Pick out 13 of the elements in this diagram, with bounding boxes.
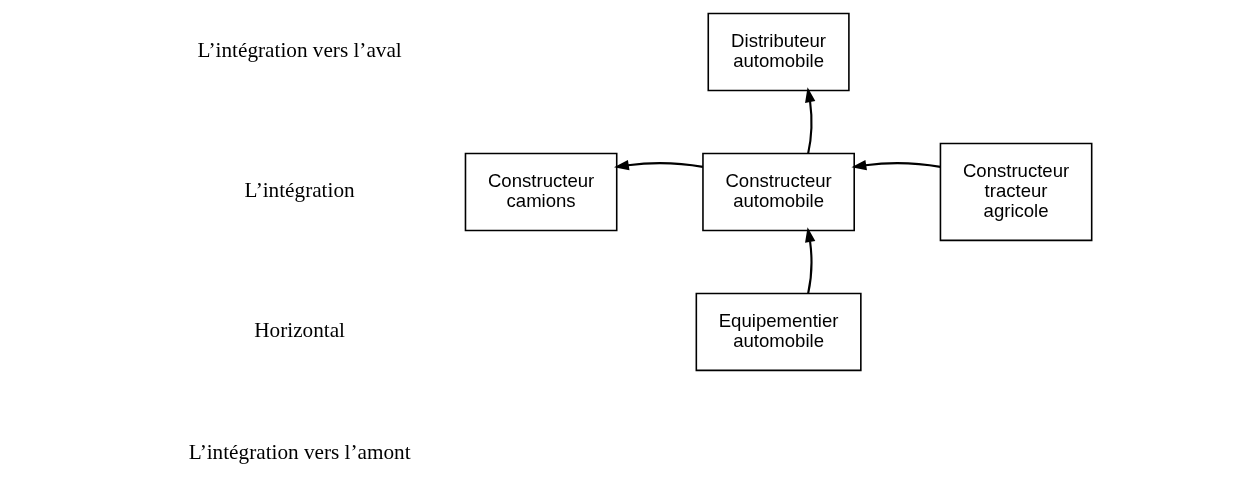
arrow: [851, 159, 941, 171]
node-box: Constructeur tracteur agricole: [939, 142, 1092, 242]
node-box: Equipementier automobile: [695, 292, 862, 372]
arrow: [613, 159, 703, 171]
node-box: Distributeur automobile: [706, 12, 850, 92]
arrow: [804, 87, 815, 154]
label: Horizontal: [253, 317, 345, 342]
arrow: [804, 227, 815, 294]
node-box: Constructeur camions: [464, 152, 617, 232]
label: L’intégration vers l’aval: [197, 38, 402, 63]
node-box: Constructeur automobile: [701, 152, 855, 232]
label: L’intégration vers l’amont: [188, 440, 411, 465]
label: L’intégration: [244, 177, 355, 202]
